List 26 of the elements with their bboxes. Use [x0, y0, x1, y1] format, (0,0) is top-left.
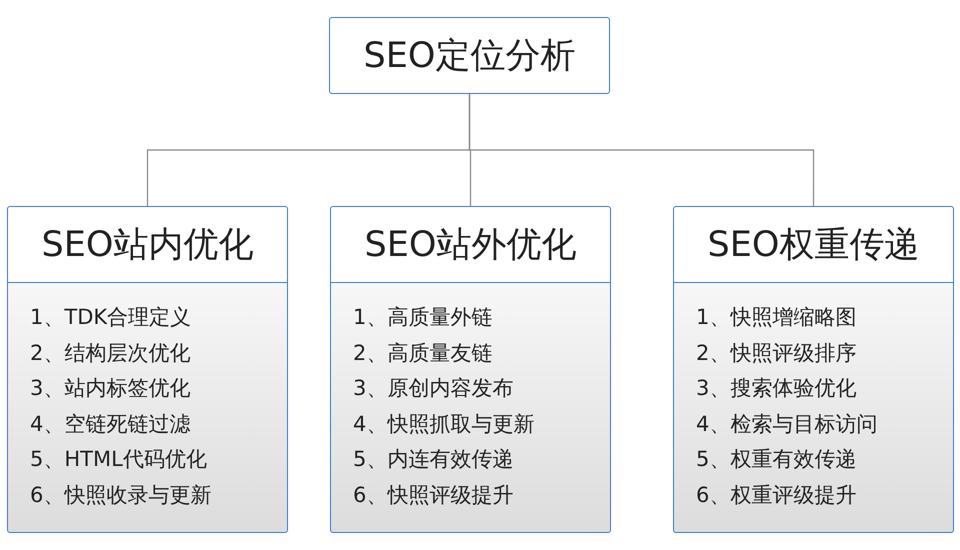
list-item: 1、TDK合理定义 [30, 304, 192, 331]
connector-line [468, 94, 814, 207]
list-item: 2、结构层次优化 [30, 340, 190, 366]
list-item: 1、高质量外链 [353, 304, 492, 331]
list-item: 1、快照增缩略图 [696, 304, 856, 331]
header-box: SEO站外优化 [331, 207, 610, 283]
list-item: 3、原创内容发布 [353, 375, 514, 402]
list-item: 2、高质量友链 [353, 340, 492, 366]
header-box: SEO站内优化 [8, 207, 287, 283]
title-box: SEO定位分析 [329, 17, 610, 94]
list-panel [7, 206, 288, 533]
list-item: 6、快照收录与更新 [30, 482, 212, 508]
header-box: SEO权重传递 [674, 207, 953, 283]
list-item: 5、HTML代码优化 [30, 446, 207, 473]
list-item: 3、搜索体验优化 [696, 375, 856, 402]
list-panel [330, 206, 611, 533]
list-panel [673, 206, 954, 533]
list-item: 5、权重有效传递 [696, 446, 856, 473]
list-item: 4、检索与目标访问 [696, 410, 878, 438]
list-item: 6、权重评级提升 [696, 482, 856, 508]
list-item: 4、快照抓取与更新 [353, 410, 534, 438]
list-item: 4、空链死链过滤 [30, 410, 190, 438]
list-item: 3、站内标签优化 [30, 375, 190, 402]
list-item: 6、快照评级提升 [353, 482, 514, 508]
list-item: 2、快照评级排序 [696, 340, 856, 366]
list-item: 5、内连有效传递 [353, 446, 514, 473]
